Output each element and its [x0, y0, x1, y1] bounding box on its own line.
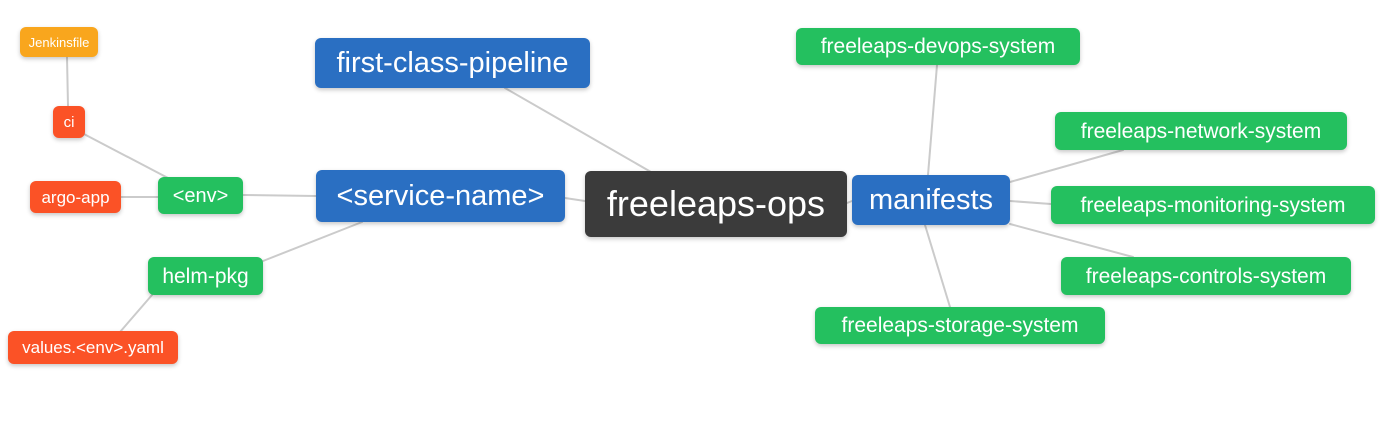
edge-manifests-monitoring-system: [1009, 200, 1052, 205]
node-controls-system[interactable]: freeleaps-controls-system: [1061, 257, 1351, 295]
node-ci[interactable]: ci: [53, 106, 85, 138]
edge-service-name-helm-pkg: [262, 221, 363, 262]
node-storage-system[interactable]: freeleaps-storage-system: [815, 307, 1105, 344]
edge-manifests-devops-system: [927, 64, 938, 176]
edge-jenkinsfile-ci: [66, 56, 69, 107]
node-manifests[interactable]: manifests: [852, 175, 1010, 225]
node-first-class-pipeline[interactable]: first-class-pipeline: [315, 38, 590, 88]
node-freeleaps-ops[interactable]: freeleaps-ops: [585, 171, 847, 237]
edge-manifests-network-system: [1009, 149, 1124, 183]
node-helm-pkg[interactable]: helm-pkg: [148, 257, 263, 295]
edge-first-class-pipeline-freeleaps-ops: [504, 87, 652, 173]
edge-env-service-name: [242, 194, 317, 197]
node-argo-app[interactable]: argo-app: [30, 181, 121, 213]
node-devops-system[interactable]: freeleaps-devops-system: [796, 28, 1080, 65]
edge-helm-pkg-values-env-yaml: [119, 294, 153, 333]
edge-manifests-storage-system: [924, 224, 951, 308]
node-jenkinsfile[interactable]: Jenkinsfile: [20, 27, 98, 57]
edge-manifests-controls-system: [1009, 223, 1134, 258]
edge-service-name-freeleaps-ops: [564, 197, 586, 202]
node-service-name[interactable]: <service-name>: [316, 170, 565, 222]
node-env[interactable]: <env>: [158, 177, 243, 214]
node-values-env-yaml[interactable]: values.<env>.yaml: [8, 331, 178, 364]
edge-ci-env: [81, 132, 169, 179]
node-network-system[interactable]: freeleaps-network-system: [1055, 112, 1347, 150]
node-monitoring-system[interactable]: freeleaps-monitoring-system: [1051, 186, 1375, 224]
